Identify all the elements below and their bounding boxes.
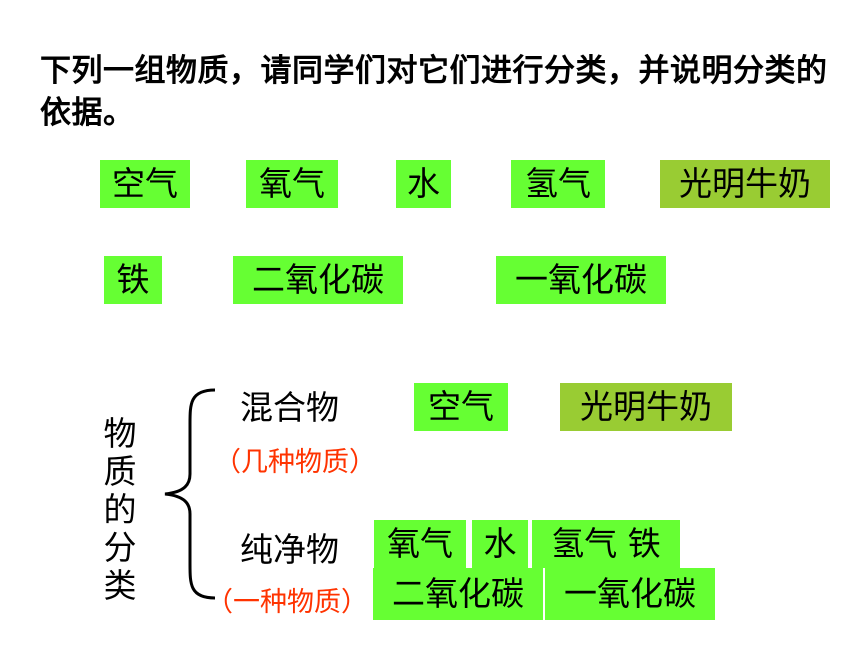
- substance-oxygen: 氧气: [246, 160, 338, 208]
- pure-item-oxygen: 氧气: [374, 520, 466, 568]
- pure-label: 纯净物: [240, 530, 339, 569]
- substance-water: 水: [396, 160, 451, 208]
- substance-milk: 光明牛奶: [660, 160, 830, 208]
- substance-iron: 铁: [104, 256, 162, 304]
- pure-note: （一种物质）: [206, 587, 368, 618]
- substance-carbon-dioxide: 二氧化碳: [233, 256, 403, 304]
- mixture-note: （几种物质）: [214, 447, 376, 478]
- pure-item-carbon-dioxide: 二氧化碳: [373, 568, 543, 620]
- classification-title: 物质的分类: [103, 414, 137, 605]
- brace-icon: [164, 388, 216, 600]
- mixture-label: 混合物: [240, 388, 339, 427]
- mixture-item-air: 空气: [414, 383, 508, 431]
- substance-carbon-monoxide: 一氧化碳: [496, 256, 666, 304]
- pure-item-hydrogen-iron: 氢气 铁: [532, 520, 680, 568]
- mixture-item-milk: 光明牛奶: [560, 383, 732, 431]
- pure-item-water: 水: [472, 520, 528, 568]
- question-text: 下列一组物质，请同学们对它们进行分类，并说明分类的依据。: [40, 53, 828, 131]
- substance-air: 空气: [100, 160, 190, 208]
- pure-item-carbon-monoxide: 一氧化碳: [545, 568, 715, 620]
- substance-hydrogen: 氢气: [511, 160, 605, 208]
